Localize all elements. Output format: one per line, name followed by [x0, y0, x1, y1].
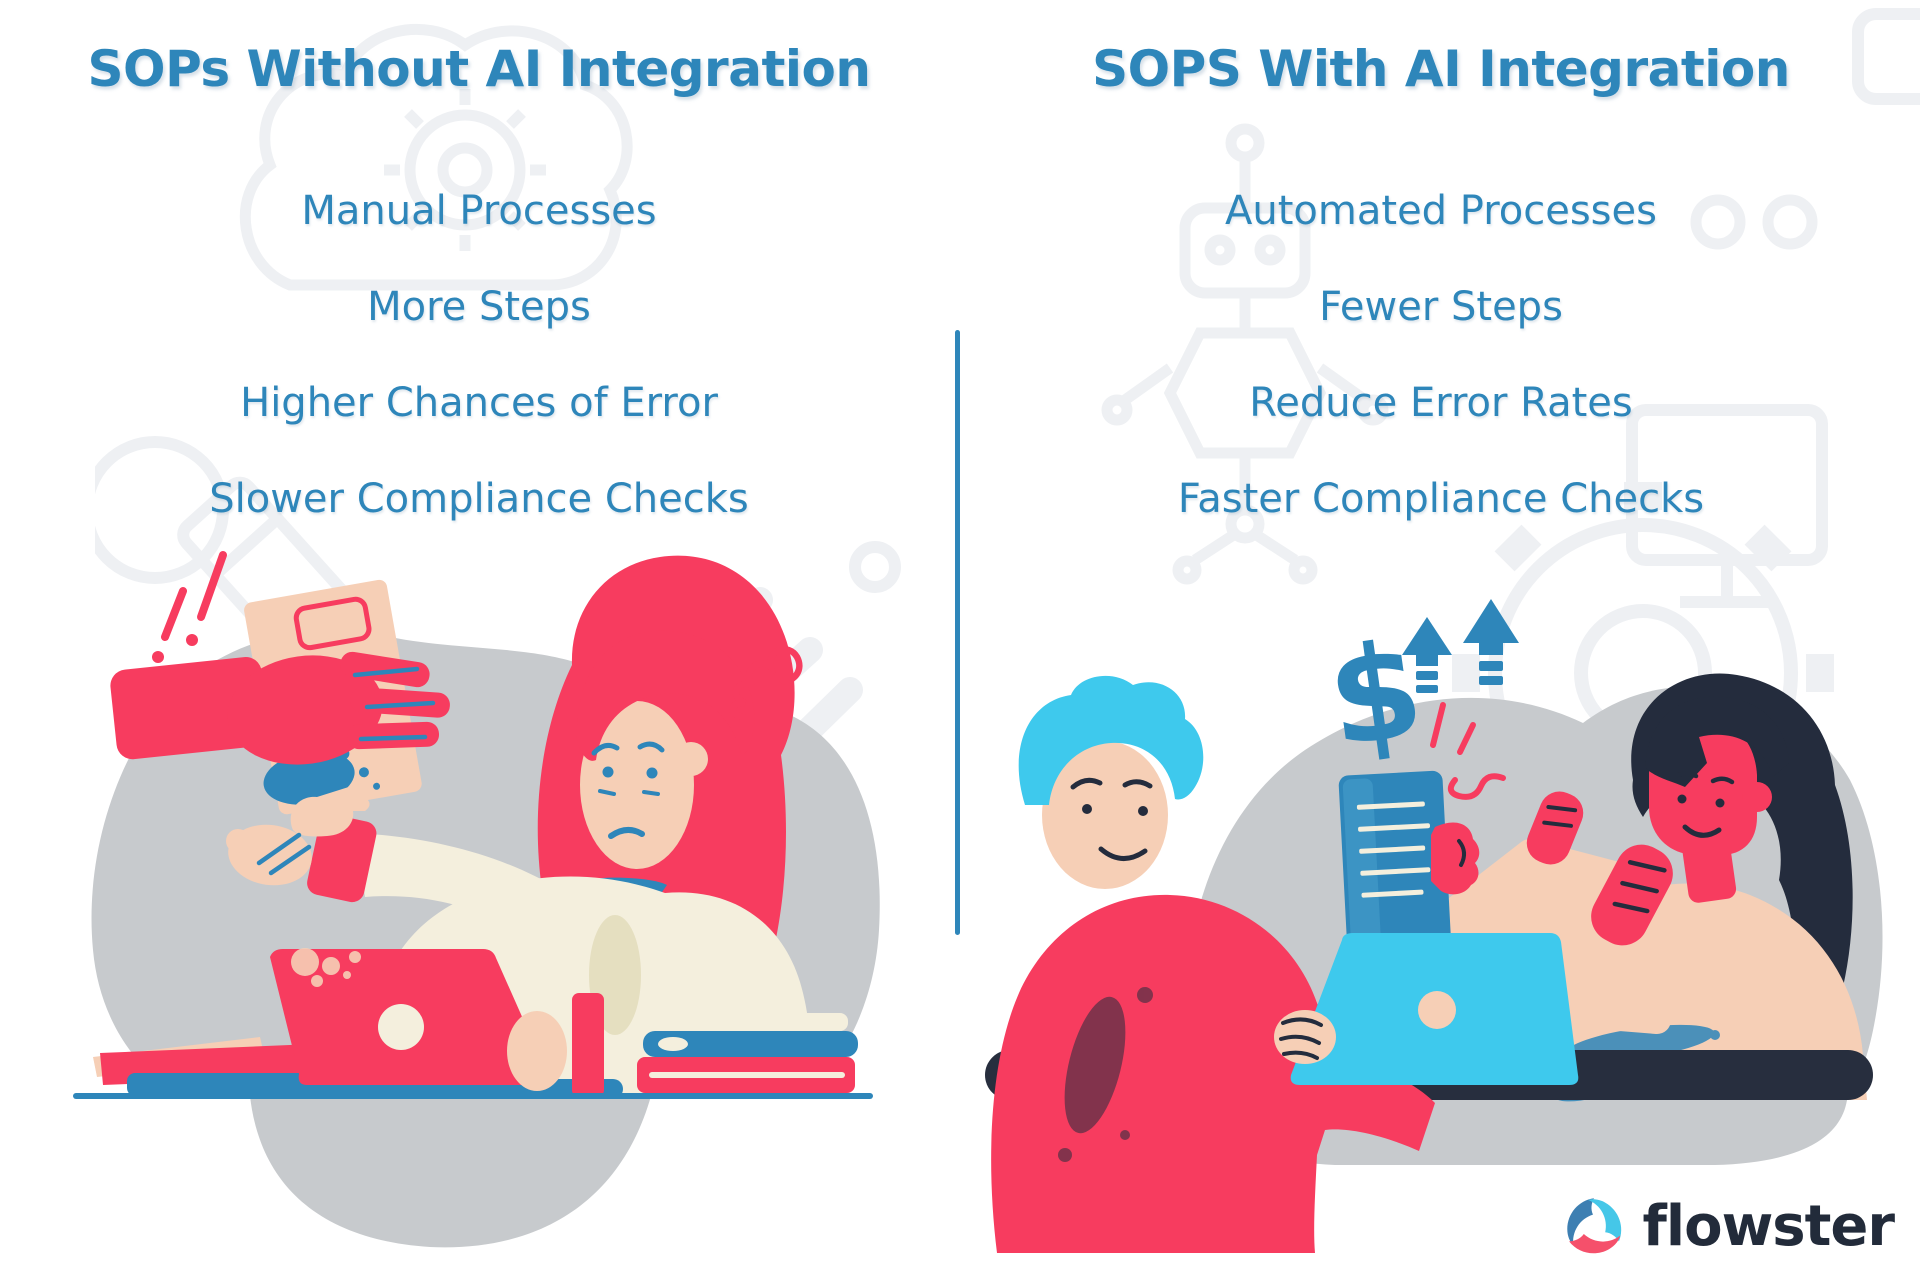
left-list: Manual Processes More Steps Higher Chanc…: [0, 188, 958, 572]
list-item: Automated Processes: [1225, 188, 1657, 234]
robot-flowchart-watermark-icon: [1101, 123, 1389, 585]
flowster-logo: flowster: [1557, 1190, 1895, 1264]
list-item: Slower Compliance Checks: [209, 476, 749, 522]
brand-name: flowster: [1642, 1194, 1895, 1259]
right-list: Automated Processes Fewer Steps Reduce E…: [962, 188, 1920, 572]
left-heading: SOPs Without AI Integration: [87, 40, 871, 98]
happy-team-illustration: $: [985, 599, 1883, 1253]
brain-gear-watermark-icon: [239, 24, 633, 291]
double-circles-watermark-icon: [1690, 194, 1818, 250]
flowster-logo-icon: [1566, 1198, 1621, 1254]
list-item: More Steps: [367, 284, 591, 330]
right-heading: SOPS With AI Integration: [1092, 40, 1790, 98]
list-item: Fewer Steps: [1319, 284, 1563, 330]
list-item: Faster Compliance Checks: [1177, 476, 1705, 522]
column-divider: [955, 330, 960, 935]
up-arrows-icon: [1402, 599, 1519, 693]
stressed-worker-illustration: [73, 551, 880, 1248]
list-item: Reduce Error Rates: [1249, 380, 1633, 426]
rounded-square-watermark-icon: [1852, 8, 1920, 105]
list-item: Manual Processes: [301, 188, 657, 234]
list-item: Higher Chances of Error: [240, 380, 718, 426]
